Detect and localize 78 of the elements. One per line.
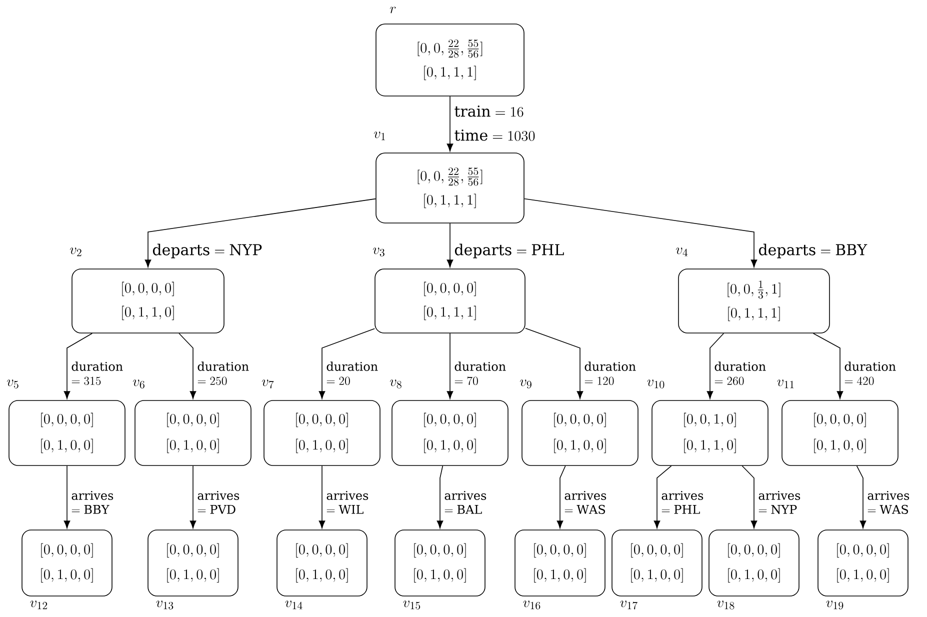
node-name: $v_{2}$ bbox=[70, 248, 82, 256]
state-box: $[0, 0, 0, 0]$ $[0, 1, 0, 0]$ bbox=[394, 530, 486, 596]
edge-label: $\begin{array}{@{}l@{}}\mathrm{arrives}\\ = \mathrm{WIL}\end{array}$ bbox=[326, 490, 368, 514]
node-name: $v_{3}$ bbox=[373, 248, 384, 256]
arrow bbox=[318, 328, 375, 399]
node-name: $v_{5}$ bbox=[7, 380, 18, 388]
state-box: $[0, 0, 0, 0]$ $[0, 1, 0, 0]$ bbox=[514, 530, 606, 596]
node-name: $v_{1}$ bbox=[374, 132, 385, 140]
state-box: $[0, 0, 0, 0]$ $[0, 1, 0, 0]$ bbox=[276, 530, 368, 596]
edge-label: $\begin{array}{@{}l@{}}\mathrm{duration}\\ = 20\end{array}$ bbox=[326, 362, 378, 386]
edge-label: $\begin{array}{@{}l@{}}\mathrm{duration}\\ = 70\end{array}$ bbox=[454, 362, 506, 386]
edge-label: $\mathrm{departs} = \mathrm{PHL}$ bbox=[454, 244, 564, 258]
node-name: $v_{9}$ bbox=[520, 380, 532, 388]
edge-label: $\begin{array}{@{}l@{}}\mathrm{arrives}\\ = \mathrm{WAS}\end{array}$ bbox=[868, 490, 910, 514]
edge-label: $\begin{array}{@{}l@{}}\mathrm{duration}\\ = 260\end{array}$ bbox=[714, 362, 766, 386]
state-box: $[0, 0, 0, 0]$ $[0, 1, 0, 0]$ bbox=[264, 400, 380, 466]
edge-label: $\mathrm{departs} = \mathrm{NYP}$ bbox=[152, 244, 262, 258]
edge-label: $\begin{array}{@{}l@{}}\mathrm{duration}\\ = 315\end{array}$ bbox=[72, 362, 123, 386]
state-box: $[0, 0, 0, 0]$ $[0, 1, 1, 0]$ bbox=[72, 268, 224, 334]
state-box: $[0, 0, 0, 0]$ $[0, 1, 0, 0]$ bbox=[612, 530, 702, 596]
edge-label: $\begin{array}{@{}l@{}}\mathrm{train} = 16\\[6pt] \mathrm{time} = 1030\end{array}$ bbox=[454, 106, 535, 141]
arrow bbox=[446, 332, 454, 399]
arrow bbox=[524, 198, 758, 268]
node-name: $v_{8}$ bbox=[390, 380, 402, 388]
state-box: $[0, 0, \tfrac{22}{28}, \tfrac{55}{56}]$ $[0, 1, 1, 1]$ bbox=[376, 152, 524, 224]
node-name: $v_{18}$ bbox=[717, 600, 734, 610]
node-name: $v_{10}$ bbox=[647, 380, 664, 388]
arrow bbox=[525, 328, 584, 399]
arrow bbox=[144, 198, 376, 268]
arrow bbox=[436, 465, 444, 528]
edge-label: $\begin{array}{@{}l@{}}\mathrm{duration}\\ = 420\end{array}$ bbox=[844, 362, 896, 386]
node-name: $r$ bbox=[390, 6, 396, 14]
node-name: $v_{13}$ bbox=[156, 600, 174, 610]
edge-label: $\begin{array}{@{}l@{}}\mathrm{arrives}\\ = \mathrm{BAL}\end{array}$ bbox=[444, 490, 486, 514]
arrow bbox=[64, 465, 70, 528]
arrow bbox=[178, 332, 196, 399]
state-box: $[0, 0, \tfrac{22}{28}, \tfrac{55}{56}]$ $[0, 1, 1, 1]$ bbox=[376, 24, 524, 96]
state-box: $[0, 0, 0, 0]$ $[0, 1, 1, 1]$ bbox=[374, 268, 526, 334]
edge-label: $\begin{array}{@{}l@{}}\mathrm{duration}\\ = 250\end{array}$ bbox=[198, 362, 249, 386]
arrow bbox=[556, 465, 566, 528]
state-box: $[0, 0, 0, 0]$ $[0, 1, 0, 0]$ bbox=[134, 400, 252, 466]
node-name: $v_{4}$ bbox=[676, 248, 688, 256]
state-box: $[0, 0, 0, 0]$ $[0, 1, 0, 0]$ bbox=[148, 530, 238, 596]
edge-label: $\begin{array}{@{}l@{}}\mathrm{arrives}\\ = \mathrm{PHL}\end{array}$ bbox=[662, 490, 704, 514]
edge-label: $\begin{array}{@{}l@{}}\mathrm{arrives}\\ = \mathrm{WAS}\end{array}$ bbox=[564, 490, 606, 514]
node-name: $v_{15}$ bbox=[403, 600, 420, 610]
node-name: $v_{14}$ bbox=[285, 600, 302, 610]
arrow bbox=[654, 465, 672, 528]
state-box: $[0, 0, 0, 0]$ $[0, 1, 0, 0]$ bbox=[522, 400, 638, 466]
edge-label: $\begin{array}{@{}l@{}}\mathrm{arrives}\\ = \mathrm{NYP}\end{array}$ bbox=[758, 490, 800, 514]
node-name: $v_{16}$ bbox=[523, 600, 540, 610]
node-name: $v_{7}$ bbox=[262, 380, 274, 388]
state-box: $[0, 0, 1, 0]$ $[0, 1, 1, 0]$ bbox=[652, 400, 768, 466]
edge-label: $\mathrm{departs} = \mathrm{BBY}$ bbox=[758, 244, 868, 258]
node-name: $v_{6}$ bbox=[133, 380, 144, 388]
node-name: $v_{19}$ bbox=[826, 600, 844, 610]
arrow bbox=[190, 465, 196, 528]
state-box: $[0, 0, 0, 0]$ $[0, 1, 0, 0]$ bbox=[708, 530, 800, 596]
state-box: $[0, 0, 0, 0]$ $[0, 1, 0, 0]$ bbox=[22, 530, 112, 596]
arrow bbox=[706, 332, 724, 399]
arrow bbox=[64, 332, 93, 399]
arrow bbox=[318, 465, 326, 528]
node-name: $v_{11}$ bbox=[777, 380, 794, 388]
arrow bbox=[446, 96, 454, 152]
arrow bbox=[812, 332, 844, 399]
state-box: $[0, 0, 0, 0]$ $[0, 1, 0, 0]$ bbox=[782, 400, 898, 466]
arrow bbox=[742, 465, 758, 528]
arrow bbox=[856, 465, 866, 528]
state-box: $[0, 0, \tfrac{1}{3}, 1]$ $[0, 1, 1, 1]$ bbox=[678, 268, 830, 334]
state-box: $[0, 0, 0, 0]$ $[0, 1, 0, 0]$ bbox=[392, 400, 508, 466]
edge-label: $\begin{array}{@{}l@{}}\mathrm{duration}\\ = 120\end{array}$ bbox=[584, 362, 636, 386]
node-name: $v_{12}$ bbox=[30, 600, 48, 610]
arrow bbox=[446, 222, 454, 268]
edge-label: $\begin{array}{@{}l@{}}\mathrm{arrives}\\ = \mathrm{BBY}\end{array}$ bbox=[72, 490, 114, 514]
state-box: $[0, 0, 0, 0]$ $[0, 1, 0, 0]$ bbox=[818, 530, 908, 596]
node-name: $v_{17}$ bbox=[620, 600, 638, 610]
state-box: $[0, 0, 0, 0]$ $[0, 1, 0, 0]$ bbox=[8, 400, 126, 466]
edge-label: $\begin{array}{@{}l@{}}\mathrm{arrives}\\ = \mathrm{PVD}\end{array}$ bbox=[198, 490, 240, 514]
